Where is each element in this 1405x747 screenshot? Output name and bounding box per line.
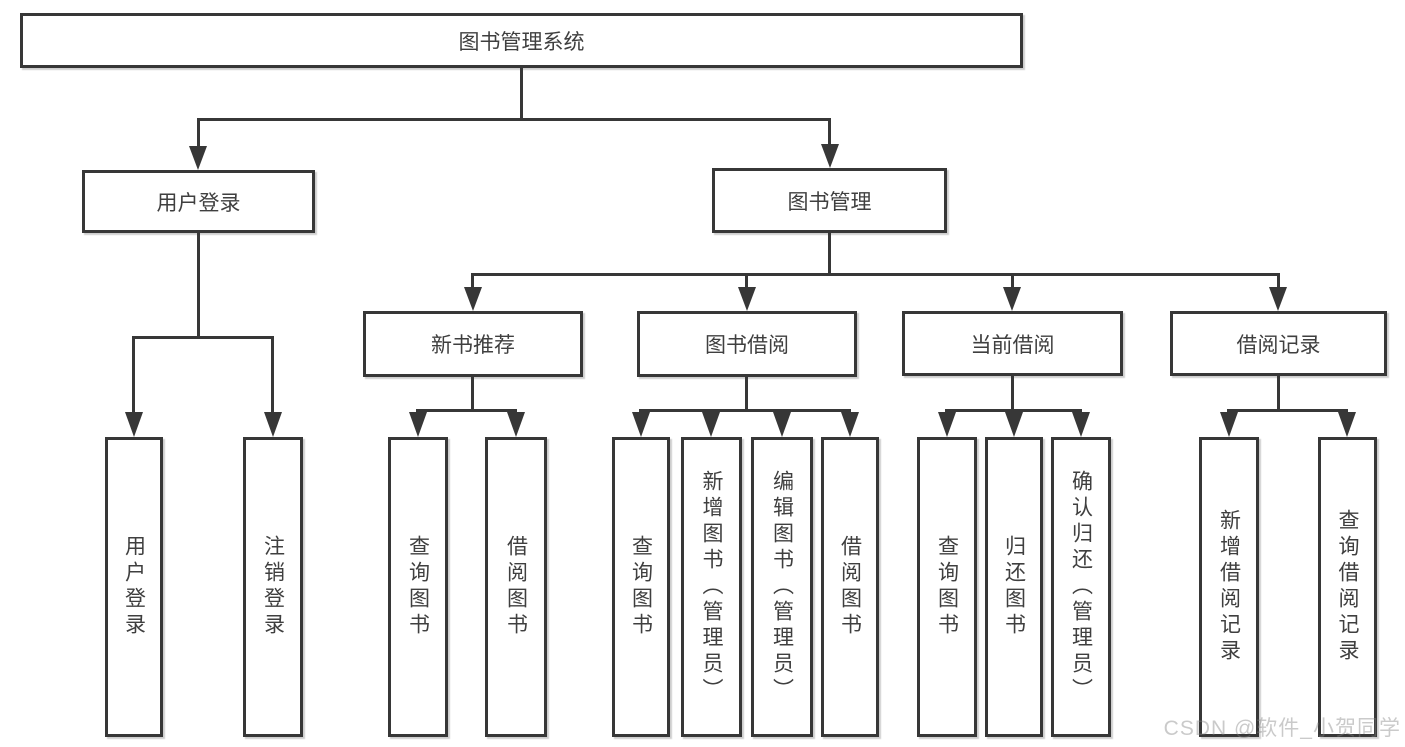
arrow-head: [125, 412, 143, 437]
connector-line: [828, 233, 831, 275]
arrow-head: [1003, 287, 1021, 311]
node-label: 查询图书: [406, 535, 430, 639]
arrow-head: [1005, 412, 1023, 437]
leaf-logout-login: 注销登录: [243, 437, 303, 737]
connector-line: [1277, 375, 1280, 411]
connector-line: [745, 273, 748, 289]
node-label: 编辑图书（管理员）: [770, 470, 794, 704]
leaf-add-books-admin: 新增图书（管理员）: [681, 437, 742, 737]
node-label: 借阅图书: [838, 535, 862, 639]
leaf-user-login: 用户登录: [105, 437, 163, 737]
connector-line: [828, 118, 831, 144]
leaf-query-borrow-record: 查询借阅记录: [1318, 437, 1377, 737]
arrow-head: [1220, 412, 1238, 437]
node-borrowing-records: 借阅记录: [1170, 311, 1387, 376]
connector-line: [197, 118, 200, 146]
node-label: 新增图书（管理员）: [700, 470, 723, 704]
node-book-borrowing: 图书借阅: [637, 311, 857, 377]
node-new-book-recommendation: 新书推荐: [363, 311, 583, 377]
leaf-query-books-current: 查询图书: [917, 437, 977, 737]
node-label: 查询图书: [629, 535, 653, 639]
node-book-management: 图书管理: [712, 168, 947, 233]
node-label: 查询借阅记录: [1336, 509, 1359, 665]
node-label: 确认归还（管理员）: [1069, 470, 1093, 704]
connector-line: [132, 336, 274, 339]
connector-line: [197, 118, 831, 121]
arrow-head: [264, 412, 282, 437]
node-label: 借阅记录: [1236, 333, 1321, 357]
connector-line: [1011, 273, 1014, 289]
node-library-system: 图书管理系统: [20, 13, 1023, 68]
arrow-head: [1072, 412, 1090, 437]
arrow-head: [841, 412, 859, 437]
node-label: 归还图书: [1002, 535, 1026, 639]
leaf-borrow-books-newrec: 借阅图书: [485, 437, 547, 737]
leaf-return-books: 归还图书: [985, 437, 1043, 737]
node-current-borrowing: 当前借阅: [902, 311, 1123, 376]
node-user-login: 用户登录: [82, 170, 315, 233]
arrow-head: [464, 287, 482, 311]
arrow-head: [189, 146, 207, 170]
node-label: 图书管理: [787, 190, 872, 214]
connector-line: [197, 231, 200, 336]
arrow-head: [702, 412, 720, 437]
connector-line: [1227, 409, 1348, 412]
leaf-add-borrow-record: 新增借阅记录: [1199, 437, 1259, 737]
connector-line: [945, 409, 1082, 412]
leaf-confirm-return-admin: 确认归还（管理员）: [1051, 437, 1111, 737]
connector-line: [416, 409, 517, 412]
arrow-head: [1338, 412, 1356, 437]
leaf-query-books-newrec: 查询图书: [388, 437, 448, 737]
node-label: 新增借阅记录: [1217, 509, 1241, 665]
watermark-text: CSDN @软件_小贺同学: [1163, 717, 1401, 740]
node-label: 图书管理系统: [458, 30, 585, 54]
node-label: 用户登录: [122, 535, 146, 639]
arrow-head: [1269, 287, 1287, 311]
connector-line: [471, 273, 474, 289]
node-label: 当前借阅: [970, 333, 1055, 357]
arrow-head: [409, 412, 427, 437]
connector-line: [745, 375, 748, 411]
connector-line: [520, 66, 523, 118]
node-label: 注销登录: [261, 535, 285, 639]
arrow-head: [507, 412, 525, 437]
connector-line: [132, 336, 135, 414]
connector-line: [639, 409, 851, 412]
connector-line: [271, 336, 274, 414]
node-label: 新书推荐: [431, 334, 515, 357]
leaf-borrow-books-borrow: 借阅图书: [821, 437, 879, 737]
arrow-head: [738, 287, 756, 311]
node-label: 用户登录: [156, 191, 241, 215]
connector-line: [471, 375, 474, 411]
arrow-head: [632, 412, 650, 437]
leaf-query-books-borrow: 查询图书: [612, 437, 670, 737]
connector-line: [1011, 375, 1014, 411]
arrow-head: [938, 412, 956, 437]
arrow-head: [821, 144, 839, 168]
node-label: 查询图书: [935, 535, 959, 639]
connector-line: [471, 273, 1280, 276]
connector-line: [1277, 273, 1280, 289]
leaf-edit-books-admin: 编辑图书（管理员）: [751, 437, 813, 737]
arrow-head: [773, 412, 791, 437]
node-label: 借阅图书: [504, 535, 528, 639]
node-label: 图书借阅: [705, 334, 789, 357]
